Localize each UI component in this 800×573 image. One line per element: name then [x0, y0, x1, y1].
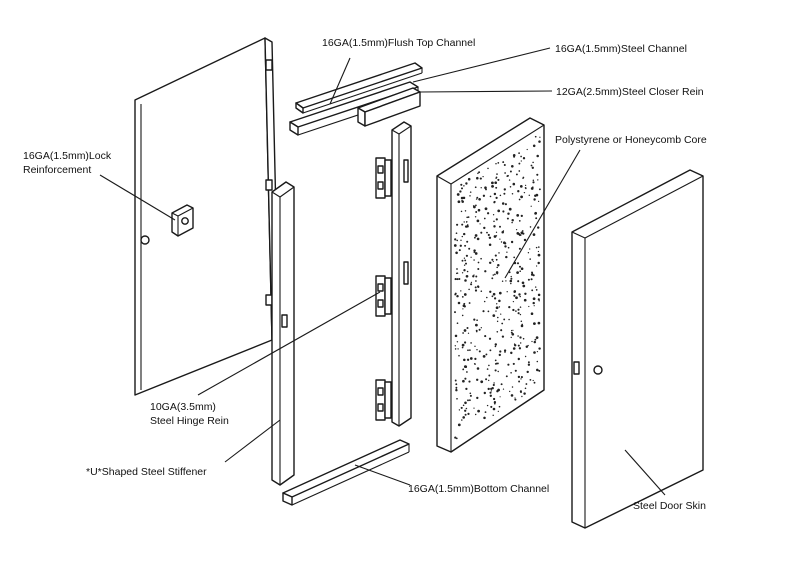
label-lock-reinforcement-2: Reinforcement	[23, 164, 91, 176]
bottom-channel	[282, 439, 410, 506]
closer-rein	[357, 87, 421, 127]
label-hinge-rein-2: Steel Hinge Rein	[150, 415, 229, 427]
label-core: Polystyrene or Honeycomb Core	[555, 134, 707, 146]
label-closer-rein: 12GA(2.5mm)Steel Closer Rein	[556, 86, 704, 98]
label-door-skin: Steel Door Skin	[633, 500, 706, 512]
label-bottom-channel: 16GA(1.5mm)Bottom Channel	[408, 483, 549, 495]
u-shaped-stiffener	[271, 181, 295, 486]
lock-hole	[140, 235, 150, 245]
hinge-rein-middle	[375, 275, 392, 317]
hinge-rein-bottom	[375, 379, 392, 421]
label-hinge-rein-1: 10GA(3.5mm)	[150, 401, 216, 413]
front-door-skin	[571, 169, 704, 529]
label-flush-top-channel: 16GA(1.5mm)Flush Top Channel	[322, 37, 475, 49]
back-door-skin	[134, 37, 280, 396]
hinge-rein-top	[375, 157, 392, 199]
label-u-stiffener: *U*Shaped Steel Stiffener	[86, 466, 207, 478]
handle-hole	[593, 365, 603, 375]
honeycomb-core	[436, 117, 545, 453]
label-lock-reinforcement-1: 16GA(1.5mm)Lock	[23, 150, 112, 162]
leader-lines	[99, 47, 666, 496]
labels: 16GA(1.5mm)Flush Top Channel 16GA(1.5mm)…	[23, 37, 707, 512]
flush-top-channel	[295, 62, 423, 114]
hinge-side-channel	[391, 121, 412, 427]
core-texture	[453, 135, 541, 440]
lock-reinforcement	[171, 204, 194, 237]
label-steel-channel: 16GA(1.5mm)Steel Channel	[555, 43, 687, 55]
